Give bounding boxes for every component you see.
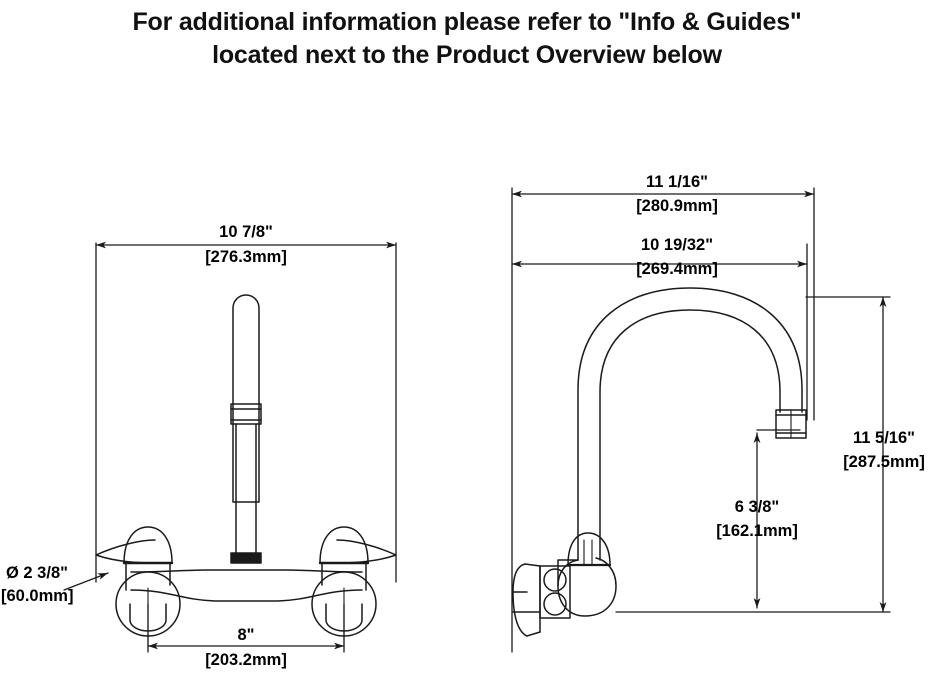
front-handle-right — [311, 526, 397, 647]
front-center-dim-metric: [203.2mm] — [205, 651, 287, 669]
side-clearance-dim-metric: [162.1mm] — [716, 522, 798, 540]
side-inlet-connector — [539, 565, 571, 619]
page-title: For additional information please refer … — [0, 6, 934, 72]
front-handle-left — [95, 526, 181, 647]
front-center-dimension-line — [147, 603, 345, 653]
side-height-dim-metric: [287.5mm] — [843, 453, 925, 471]
side-height-dim-imperial: 11 5/16" — [853, 429, 915, 447]
side-clearance-dimension-line — [753, 429, 801, 609]
front-height-dim-metric: [276.3mm] — [205, 248, 287, 266]
side-reach-extension-lines — [806, 187, 815, 421]
front-escutcheon-leader — [63, 572, 109, 591]
front-spout-tube — [232, 294, 260, 503]
side-spout-reach-dim-imperial: 10 19/32" — [641, 236, 713, 254]
front-width-extension-lines — [95, 242, 397, 583]
side-spout-reach-dim-metric: [269.4mm] — [636, 260, 718, 278]
front-spout-collar — [230, 403, 262, 425]
side-clearance-dim-imperial: 6 3/8" — [735, 498, 780, 516]
side-aerator — [775, 409, 807, 439]
side-valve-body — [557, 557, 617, 617]
front-spout-shank — [235, 423, 257, 556]
side-height-dimension-line — [615, 296, 891, 613]
front-spout-base-gasket — [230, 552, 262, 564]
front-diameter-dim-imperial: Ø 2 3/8" — [6, 564, 68, 582]
front-diameter-dim-metric: [60.0mm] — [1, 587, 73, 605]
front-body-bar — [130, 569, 363, 602]
front-center-dim-imperial: 8" — [238, 626, 255, 644]
side-reach-dim-imperial: 11 1/16" — [646, 173, 708, 191]
side-view-group — [511, 187, 891, 653]
front-view-group — [63, 241, 397, 653]
page-title-line-1: For additional information please refer … — [132, 8, 802, 36]
side-handle-cap — [566, 532, 612, 567]
page-title-line-2: located next to the Product Overview bel… — [212, 41, 722, 69]
side-wall-escutcheon — [512, 563, 541, 637]
side-reach-dim-metric: [280.9mm] — [636, 197, 718, 215]
front-height-dim-imperial: 10 7/8" — [219, 223, 273, 241]
side-gooseneck-tube — [577, 287, 803, 561]
